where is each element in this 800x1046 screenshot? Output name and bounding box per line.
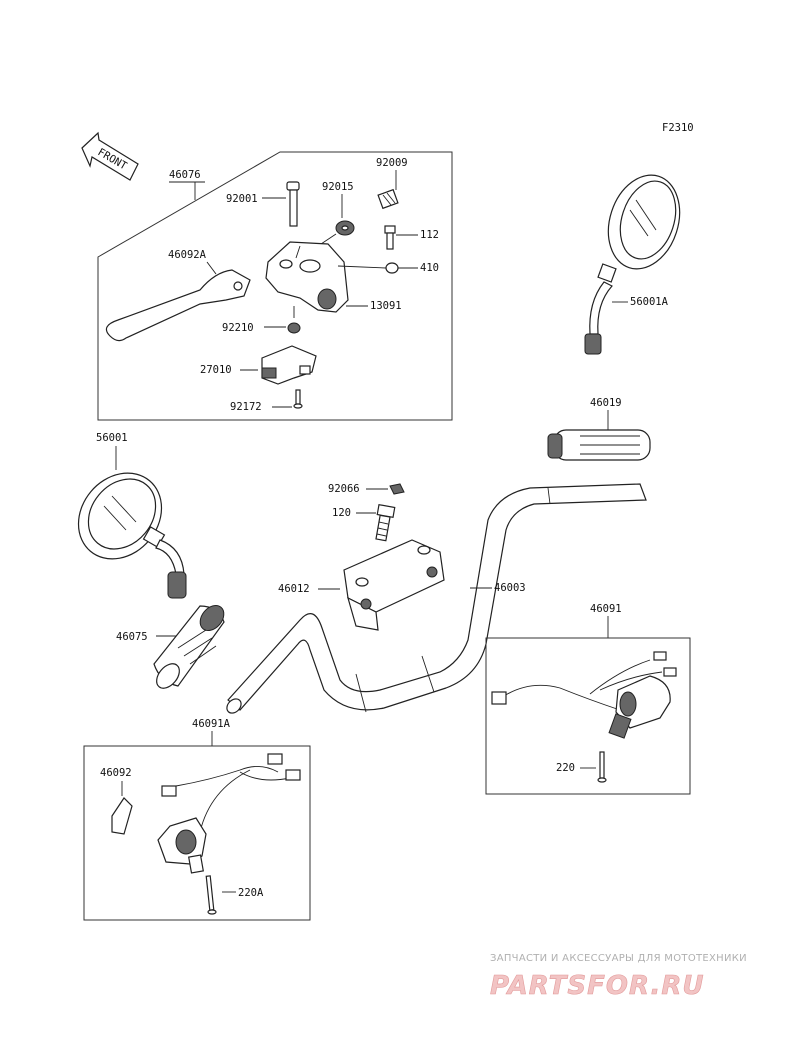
part-handlebar-46003 (226, 483, 647, 714)
part-holder-46012 (343, 539, 445, 631)
label-92066: 92066 (328, 483, 360, 495)
label-112: 112 (420, 229, 439, 241)
part-screw-112 (384, 225, 396, 250)
part-nut-92210 (287, 322, 301, 334)
part-screw-92172 (293, 389, 303, 409)
label-92001: 92001 (226, 193, 258, 205)
diagram-code: F2310 (662, 122, 694, 134)
part-switch-46091 (491, 651, 677, 739)
watermark-tagline: ЗАПЧАСТИ И АКСЕССУАРЫ ДЛЯ МОТОТЕХНИКИ (490, 953, 747, 964)
part-switch-46091a (157, 753, 301, 874)
watermark-brand: PARTSFOR.RU (490, 971, 704, 1001)
label-46092: 46092 (100, 767, 132, 779)
label-56001a: 56001A (630, 296, 669, 308)
label-92009: 92009 (376, 157, 408, 169)
part-nut-92015 (335, 220, 355, 236)
lever-group-box (97, 151, 453, 421)
label-220a: 220A (238, 887, 264, 899)
label-46003: 46003 (494, 582, 526, 594)
part-switch-27010 (261, 345, 317, 385)
part-92066 (389, 483, 405, 495)
label-120: 120 (332, 507, 351, 519)
label-220: 220 (556, 762, 575, 774)
label-46075: 46075 (116, 631, 148, 643)
part-screw-92009 (377, 188, 399, 210)
part-mirror-56001 (77, 472, 187, 599)
right-switch-box (485, 637, 691, 795)
part-lever-holder-13091 (265, 241, 387, 313)
label-46076: 46076 (169, 169, 201, 181)
label-46091: 46091 (590, 603, 622, 615)
label-92210: 92210 (222, 322, 254, 334)
label-27010: 27010 (200, 364, 232, 376)
label-13091: 13091 (370, 300, 402, 312)
label-56001: 56001 (96, 432, 128, 444)
front-arrow: FRONT (81, 131, 139, 181)
part-screw-220 (597, 751, 607, 783)
part-screw-220a (205, 875, 217, 915)
part-pin-92001 (286, 181, 300, 227)
part-46092 (111, 797, 133, 835)
part-bolt-120 (375, 503, 396, 542)
label-410: 410 (420, 262, 439, 274)
label-92015: 92015 (322, 181, 354, 193)
label-46092a: 46092A (168, 249, 207, 261)
left-switch-box (83, 745, 311, 921)
part-grip-46019 (547, 429, 651, 461)
label-46012: 46012 (278, 583, 310, 595)
part-lever-46092a (105, 269, 251, 342)
label-46091a: 46091A (192, 718, 231, 730)
part-mirror-56001a (584, 174, 681, 355)
part-grip-46075 (153, 604, 225, 689)
part-washer-410 (385, 262, 399, 274)
label-46019: 46019 (590, 397, 622, 409)
label-92172: 92172 (230, 401, 262, 413)
